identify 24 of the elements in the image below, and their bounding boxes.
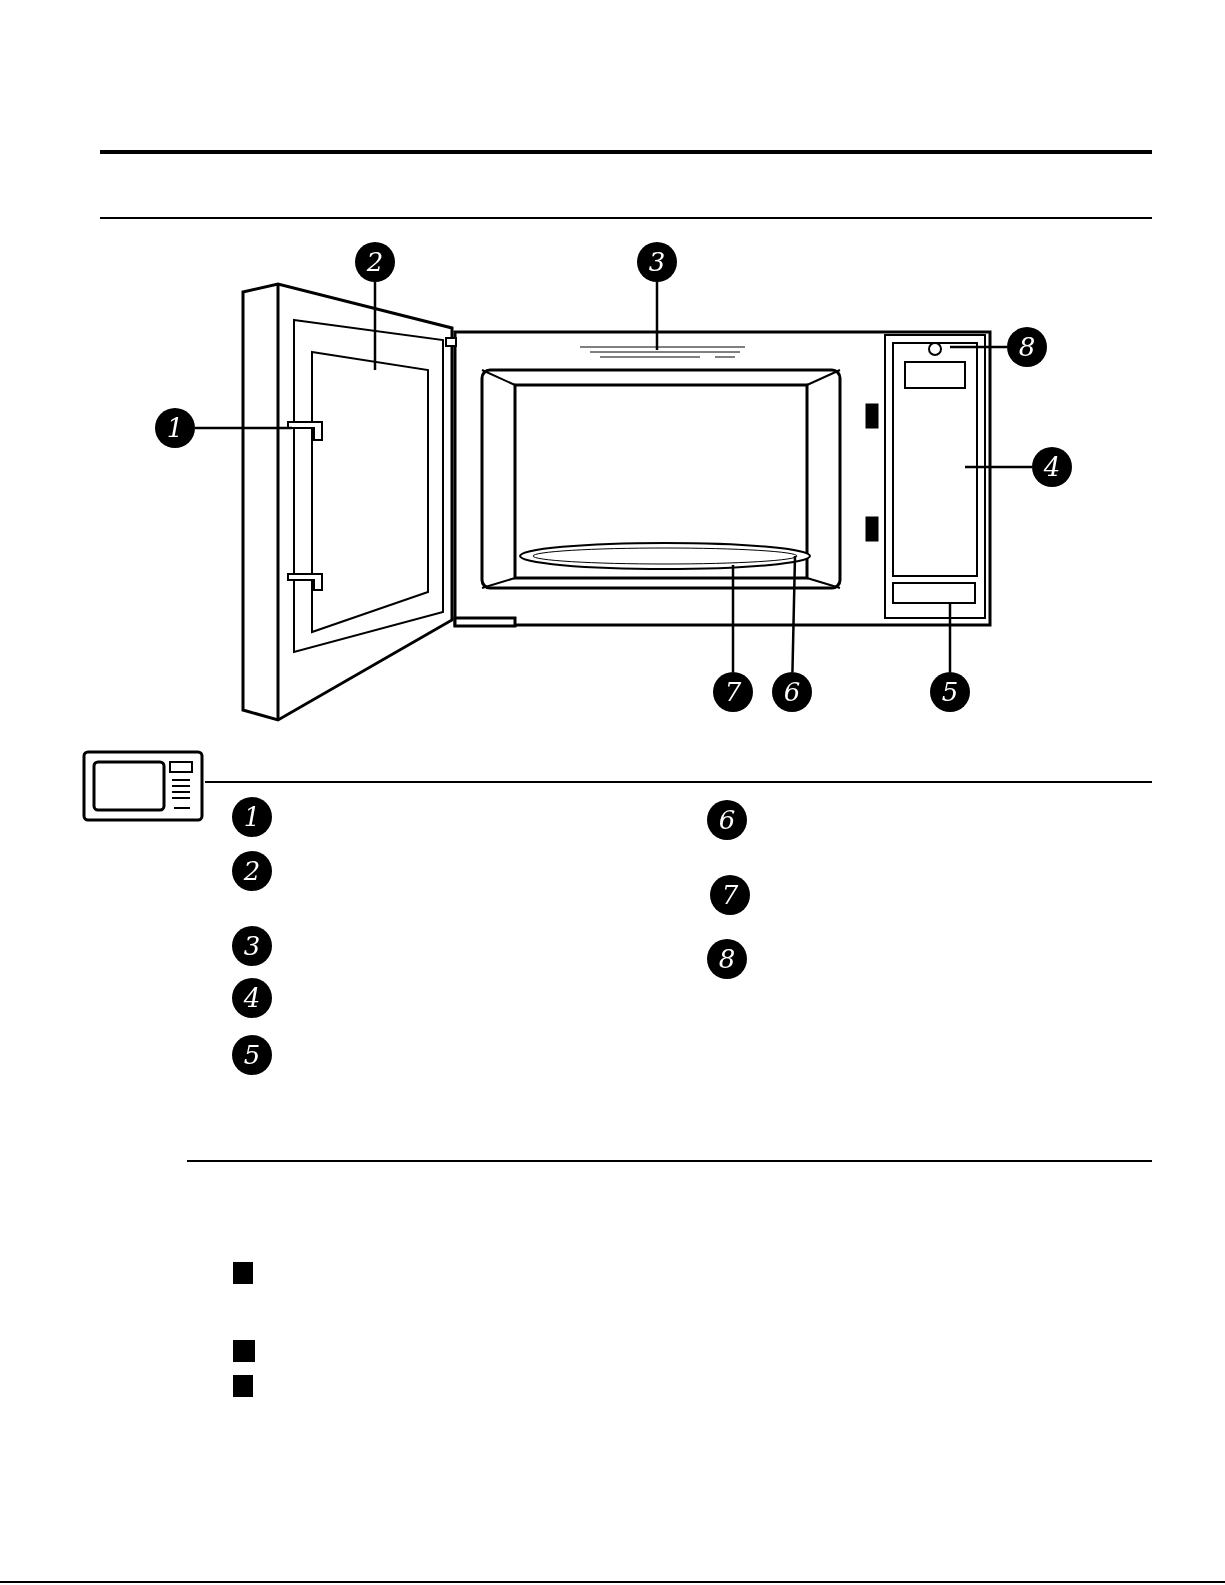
callout-number: 5 (930, 672, 970, 712)
leader-line (950, 345, 1007, 349)
leader-line (791, 555, 797, 673)
callout-number: 4 (1032, 447, 1072, 487)
callout-number: 8 (707, 939, 747, 979)
callout-number: 2 (232, 851, 272, 891)
leader-line (373, 282, 377, 370)
leader-line (731, 565, 735, 672)
callout-number: 2 (355, 242, 395, 282)
callout-number: 4 (232, 978, 272, 1018)
leader-line (965, 465, 1032, 469)
callout-number: 7 (713, 672, 753, 712)
callout-number: 8 (1007, 327, 1047, 367)
leader-line (948, 603, 952, 672)
callout-number: 5 (232, 1035, 272, 1075)
callout-number: 1 (232, 797, 272, 837)
leader-line (655, 282, 659, 350)
callout-number: 6 (772, 672, 812, 712)
callout-number: 1 (155, 408, 195, 448)
callout-number: 3 (232, 926, 272, 966)
callout-number: 6 (707, 800, 747, 840)
callout-number: 3 (637, 242, 677, 282)
leader-line (195, 426, 292, 430)
callout-number: 7 (710, 875, 750, 915)
